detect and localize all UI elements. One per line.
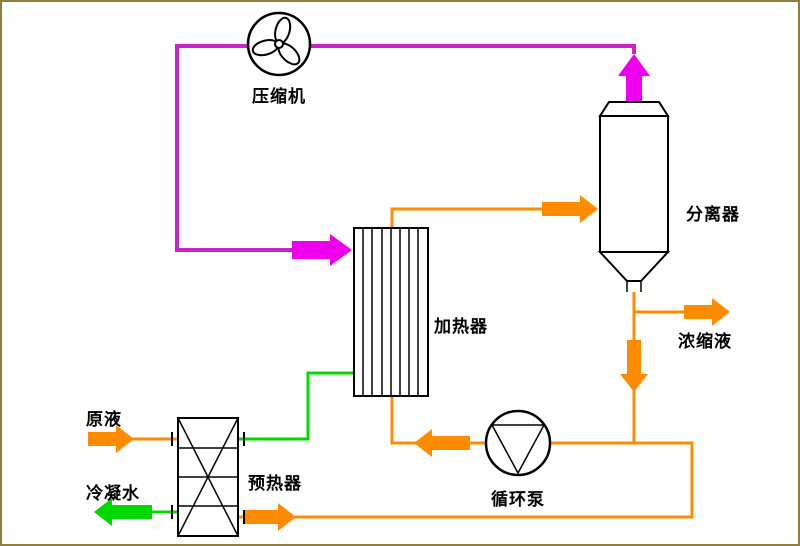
arrow-pump-discharge-icon — [414, 429, 470, 457]
arrow-separator-down-icon — [620, 340, 648, 392]
pump-symbol — [484, 409, 552, 477]
arrow-vapor-into-heater-icon — [292, 234, 352, 266]
arrow-concentrate-out-icon — [684, 298, 730, 326]
separator-vessel — [597, 101, 671, 292]
heater-tubes — [362, 228, 419, 396]
preheater-label: 预热器 — [248, 474, 302, 493]
pipe-vapor-to-compressor — [175, 44, 636, 252]
condensate-label: 冷凝水 — [86, 484, 140, 503]
arrow-into-separator-icon — [542, 195, 598, 223]
pipe-feed-return-loop — [238, 441, 694, 519]
preheater-symbol — [177, 417, 239, 537]
arrow-preheater-out-icon — [244, 503, 296, 531]
compressor-label: 压缩机 — [252, 87, 306, 106]
preheater-port-ticks — [171, 432, 245, 524]
pipe-heater-to-separator — [390, 207, 546, 228]
concentrate-label: 浓缩液 — [678, 332, 732, 351]
arrow-feed-in-icon — [88, 425, 134, 453]
compressor-impeller-icon — [251, 16, 301, 66]
compressor-symbol — [246, 11, 312, 77]
pipe-heater-condensate — [238, 371, 354, 441]
heater-symbol — [353, 227, 429, 397]
feed-label: 原液 — [86, 410, 122, 429]
pipe-pump-to-heater — [390, 396, 486, 445]
pump-label: 循环泵 — [491, 490, 545, 509]
separator-label: 分离器 — [686, 205, 740, 224]
pump-triangle-icon — [490, 424, 546, 475]
arrow-condensate-out-icon — [94, 498, 152, 526]
heater-label: 加热器 — [434, 317, 488, 336]
arrow-vapor-up-icon — [618, 54, 650, 102]
